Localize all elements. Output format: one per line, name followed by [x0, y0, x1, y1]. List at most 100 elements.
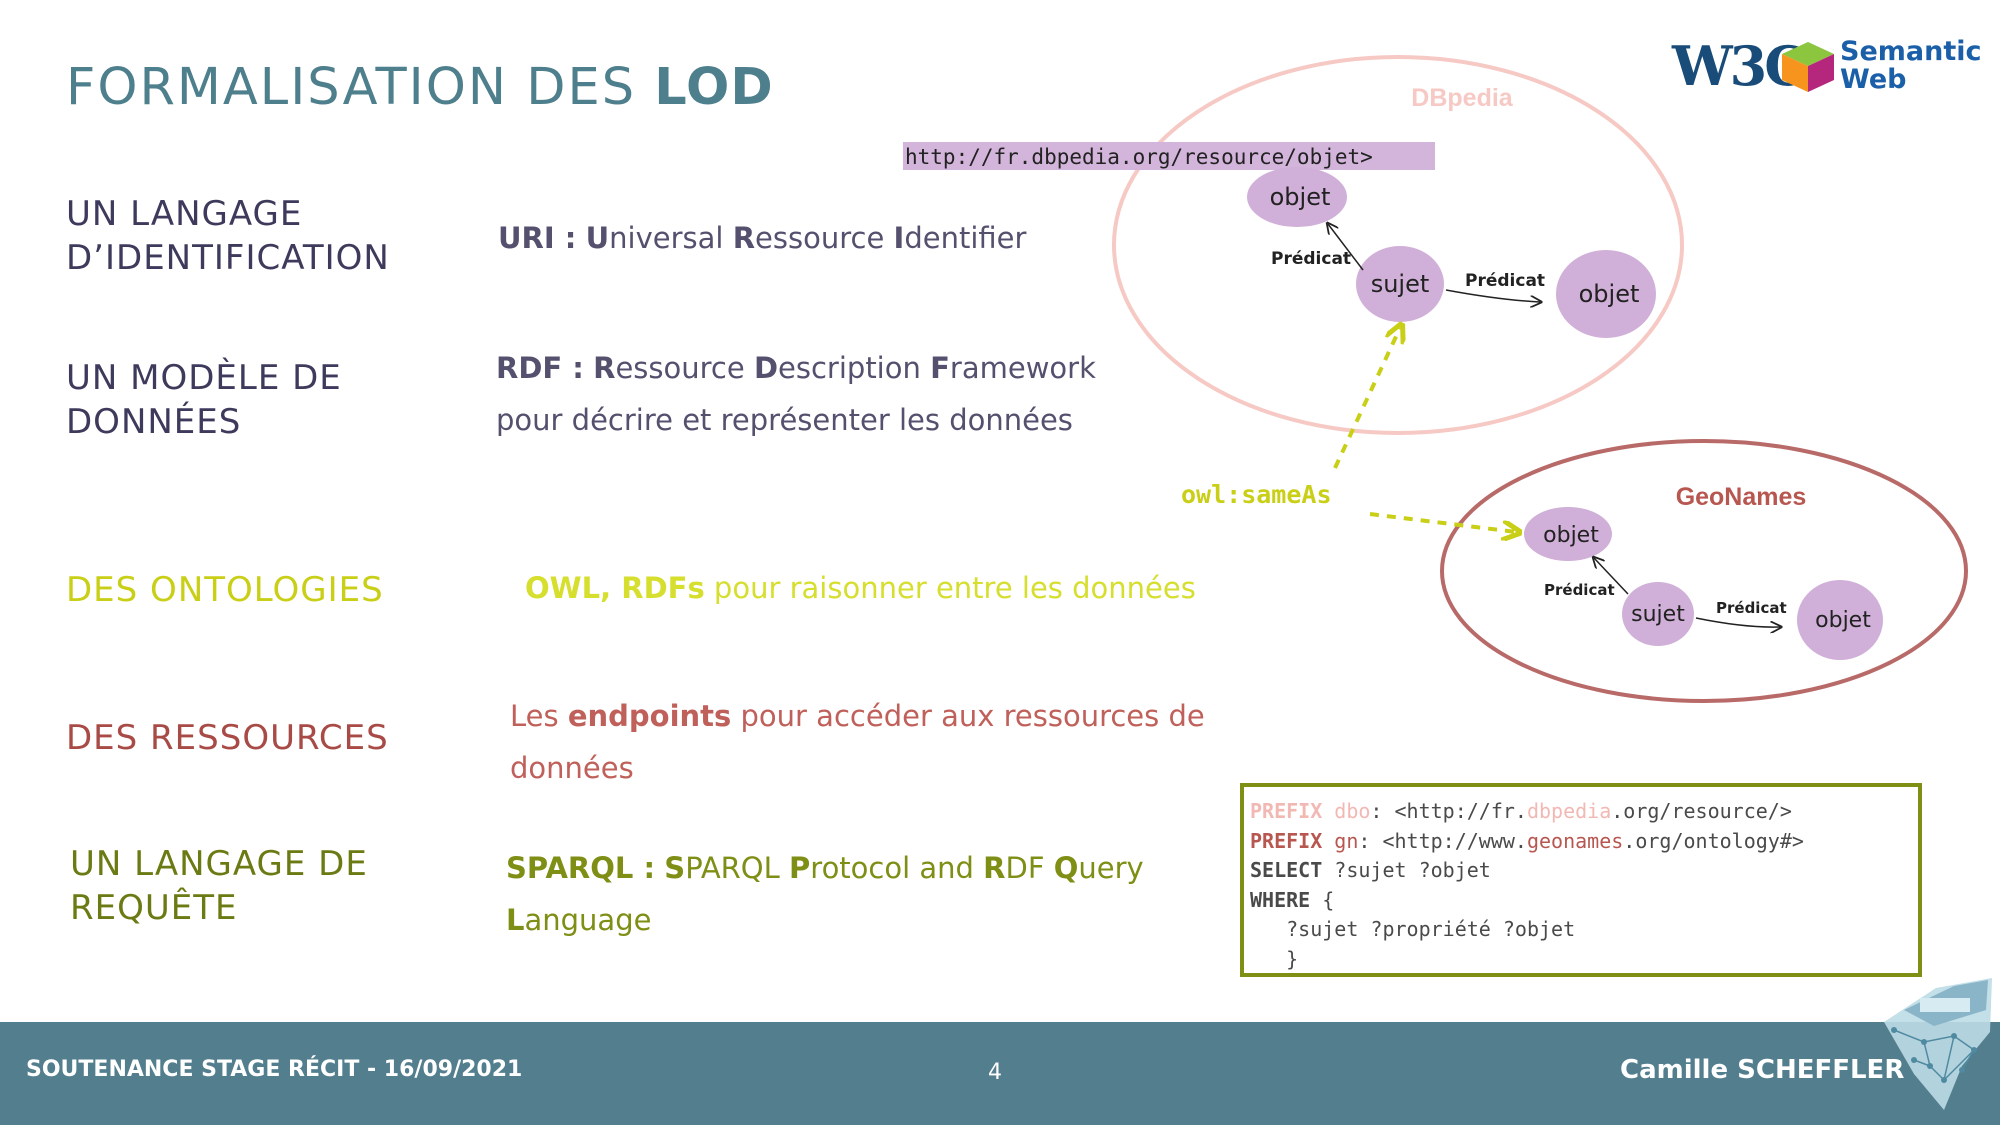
category-line: UN LANGAGE [66, 194, 303, 234]
word: escription [778, 351, 931, 385]
sw-line: Semantic [1840, 36, 1982, 67]
word: niversal [609, 221, 733, 255]
predicat-label: Prédicat [1716, 599, 1787, 617]
node-label: objet [1543, 523, 1599, 548]
building-network-icon [1884, 978, 1992, 1110]
bold-term: OWL, RDFs [525, 571, 705, 605]
category-line: DONNÉES [66, 402, 242, 442]
desc-rest: pour raisonner entre les données [704, 571, 1196, 605]
bold-term: endpoints [567, 699, 732, 733]
predicat-label: Prédicat [1544, 581, 1615, 599]
footer-author: Camille SCHEFFLER [1620, 1055, 1905, 1085]
initial: I [893, 221, 905, 255]
initial: S [664, 851, 686, 885]
prefix: dbo [1334, 799, 1371, 823]
sparql-query-box: PREFIX dbo: <http://fr.dbpedia.org/resou… [1240, 783, 1922, 977]
word: DF [1005, 851, 1054, 885]
desc-line2: données [510, 751, 634, 785]
word: PARQL [685, 851, 790, 885]
category-line: UN MODÈLE DE [66, 358, 342, 398]
keyword: WHERE [1250, 887, 1311, 912]
word: rotocol and [810, 851, 984, 885]
prefix: gn [1334, 828, 1359, 853]
node-label: objet [1815, 608, 1871, 633]
keyword: PREFIX [1250, 799, 1323, 823]
initial: U [585, 221, 610, 255]
word: anguage [524, 903, 652, 937]
sameas-label: owl:sameAs [1181, 480, 1332, 509]
predicat-label: Prédicat [1465, 271, 1545, 291]
category-ontologies: DES ONTOLOGIES [66, 568, 384, 612]
footer-event: SOUTENANCE STAGE RÉCIT - 16/09/2021 [26, 1057, 523, 1082]
category-line: DES ONTOLOGIES [66, 570, 384, 610]
word: essource [755, 221, 894, 255]
initial: R [983, 851, 1006, 885]
dbpedia-objet-node-right [1556, 250, 1656, 338]
initial: D [753, 351, 779, 385]
sw-line: Web [1840, 64, 1907, 95]
desc-sparql: SPARQL : SPARQL Protocol and RDF Query L… [506, 842, 1144, 946]
word: uery [1078, 851, 1144, 885]
category-identification: UN LANGAGE D’IDENTIFICATION [66, 192, 390, 280]
uri-highlight [903, 142, 1435, 170]
title-bold: LOD [654, 58, 774, 117]
initial: L [506, 903, 525, 937]
initial: Q [1053, 851, 1079, 885]
category-line: REQUÊTE [70, 888, 238, 928]
semantic-web-text: Semantic Web [1840, 38, 1982, 94]
highlight: dbpedia [1526, 799, 1612, 823]
initial: R [732, 221, 756, 255]
page-title: FORMALISATION DES LOD [66, 58, 774, 117]
initial: R [593, 351, 616, 385]
code: ?sujet ?propriété ?objet [1250, 917, 1576, 941]
semantic-web-cube-icon [1782, 42, 1834, 92]
node-label: sujet [1631, 602, 1685, 627]
footer-bar [0, 1022, 2000, 1125]
keyword: PREFIX [1250, 828, 1323, 853]
code: } [1250, 946, 1299, 971]
geonames-arrow-right [1695, 617, 1780, 627]
desc-owl: OWL, RDFs pour raisonner entre les donné… [525, 562, 1196, 614]
node-label: sujet [1371, 270, 1430, 298]
dbpedia-label: DBpedia [1411, 84, 1514, 112]
code: : <http://fr. [1370, 799, 1527, 823]
code: ?sujet ?objet [1322, 858, 1491, 882]
code: .org/resource/> [1611, 799, 1792, 823]
code: : <http://www. [1358, 828, 1527, 853]
code: .org/ontology#> [1623, 828, 1804, 853]
desc-endpoints: Les endpoints pour accéder aux ressource… [510, 690, 1205, 794]
abbr: URI : [498, 221, 577, 255]
geonames-sujet-node [1622, 582, 1694, 646]
title-light: FORMALISATION DES [66, 58, 637, 117]
initial: F [930, 351, 950, 385]
dbpedia-sujet-node [1356, 246, 1444, 322]
node-label: objet [1270, 183, 1331, 211]
category-resources: DES RESSOURCES [66, 716, 389, 760]
sameas-arrow-up [1333, 328, 1400, 469]
category-line: D’IDENTIFICATION [66, 238, 390, 278]
dbpedia-ellipse [1112, 55, 1684, 435]
highlight: geonames [1526, 828, 1624, 853]
dbpedia-arrow-up [1328, 224, 1364, 271]
uri-text: http://fr.dbpedia.org/resource/objet> [905, 145, 1373, 169]
predicat-label: Prédicat [1271, 249, 1351, 269]
node-label: objet [1579, 280, 1640, 308]
keyword: SELECT [1250, 858, 1323, 882]
desc-uri: URI : Universal Ressource Identifier [498, 212, 1026, 264]
desc-pre: Les [510, 699, 568, 733]
category-line: UN LANGAGE DE [70, 844, 368, 884]
geonames-ellipse [1440, 439, 1968, 703]
category-query-language: UN LANGAGE DE REQUÊTE [70, 842, 368, 930]
word: dentifier [904, 221, 1027, 255]
geonames-label: GeoNames [1676, 483, 1807, 511]
page-number: 4 [988, 1060, 1002, 1085]
word: ramework [949, 351, 1096, 385]
geonames-arrow-up [1594, 558, 1629, 595]
desc-rdf: RDF : Ressource Description Framework po… [496, 342, 1096, 446]
abbr: RDF : [496, 351, 584, 385]
category-line: DES RESSOURCES [66, 718, 389, 758]
desc-rest: pour accéder aux ressources de [731, 699, 1205, 733]
initial: P [789, 851, 811, 885]
dbpedia-objet-node-top [1247, 167, 1347, 227]
